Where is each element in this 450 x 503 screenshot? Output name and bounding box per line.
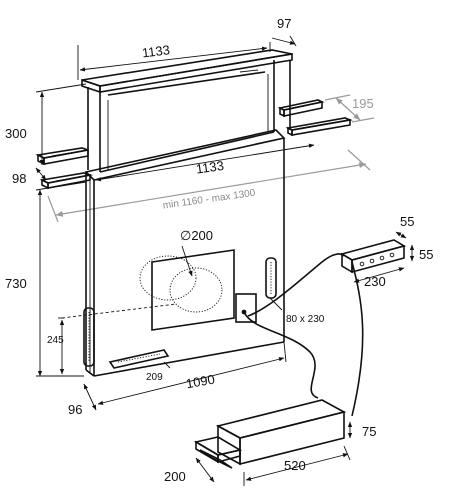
dim-height-730: 730 — [5, 181, 87, 377]
dim-depth-195: 195 — [324, 94, 375, 123]
dim-motor-depth: 200 — [164, 457, 215, 484]
dim-top-depth: 97 — [271, 16, 297, 47]
label-duct-diameter: ∅200 — [180, 228, 213, 243]
dim-base-width: 1090 — [97, 341, 287, 405]
label-min-max: min 1160 - max 1300 — [162, 188, 256, 212]
label-motor-depth: 200 — [164, 469, 186, 484]
dim-control-height: 55 — [409, 244, 433, 262]
motor-unit — [215, 399, 347, 466]
label-209: 209 — [146, 372, 163, 383]
label-top-width: 1133 — [141, 42, 171, 60]
dim-motor-height: 75 — [347, 421, 376, 439]
label-offset-98: 98 — [12, 171, 26, 186]
hood-body — [84, 129, 286, 377]
label-height-730: 730 — [5, 276, 27, 291]
power-cable — [243, 253, 364, 417]
side-grille-left — [83, 307, 95, 367]
label-lower-width: 1133 — [195, 158, 225, 177]
label-control-width: 230 — [364, 274, 386, 289]
side-grille-right — [265, 257, 277, 299]
dim-control-depth: 55 — [395, 214, 414, 239]
dim-245: 245 — [47, 303, 177, 375]
cable-opening — [235, 293, 257, 323]
control-box — [339, 239, 407, 274]
label-depth-195: 195 — [352, 96, 374, 111]
label-opening: 80 x 230 — [286, 314, 325, 325]
label-top-depth: 97 — [277, 16, 291, 31]
duct-outlet: ∅200 — [139, 228, 223, 313]
label-motor-width: 520 — [284, 458, 306, 473]
label-base-width: 1090 — [185, 372, 216, 392]
label-motor-height: 75 — [362, 424, 376, 439]
label-control-height: 55 — [419, 247, 433, 262]
dim-opening: 80 x 230 — [269, 297, 325, 325]
label-height-300: 300 — [5, 126, 27, 141]
dim-motor-width: 520 — [243, 445, 351, 486]
dim-height-300: 300 — [5, 83, 87, 166]
dim-base-depth: 96 — [68, 383, 97, 417]
dim-control-width: 230 — [353, 267, 405, 289]
label-245: 245 — [47, 335, 64, 346]
motor-outlet — [193, 436, 243, 469]
hood-top-cap — [81, 49, 293, 96]
dim-offset-98: 98 — [12, 167, 47, 186]
dim-top-width: 1133 — [77, 42, 271, 80]
front-grille — [108, 349, 170, 369]
label-control-depth: 55 — [400, 214, 414, 229]
countertop-left — [35, 147, 94, 190]
label-base-depth: 96 — [68, 402, 82, 417]
